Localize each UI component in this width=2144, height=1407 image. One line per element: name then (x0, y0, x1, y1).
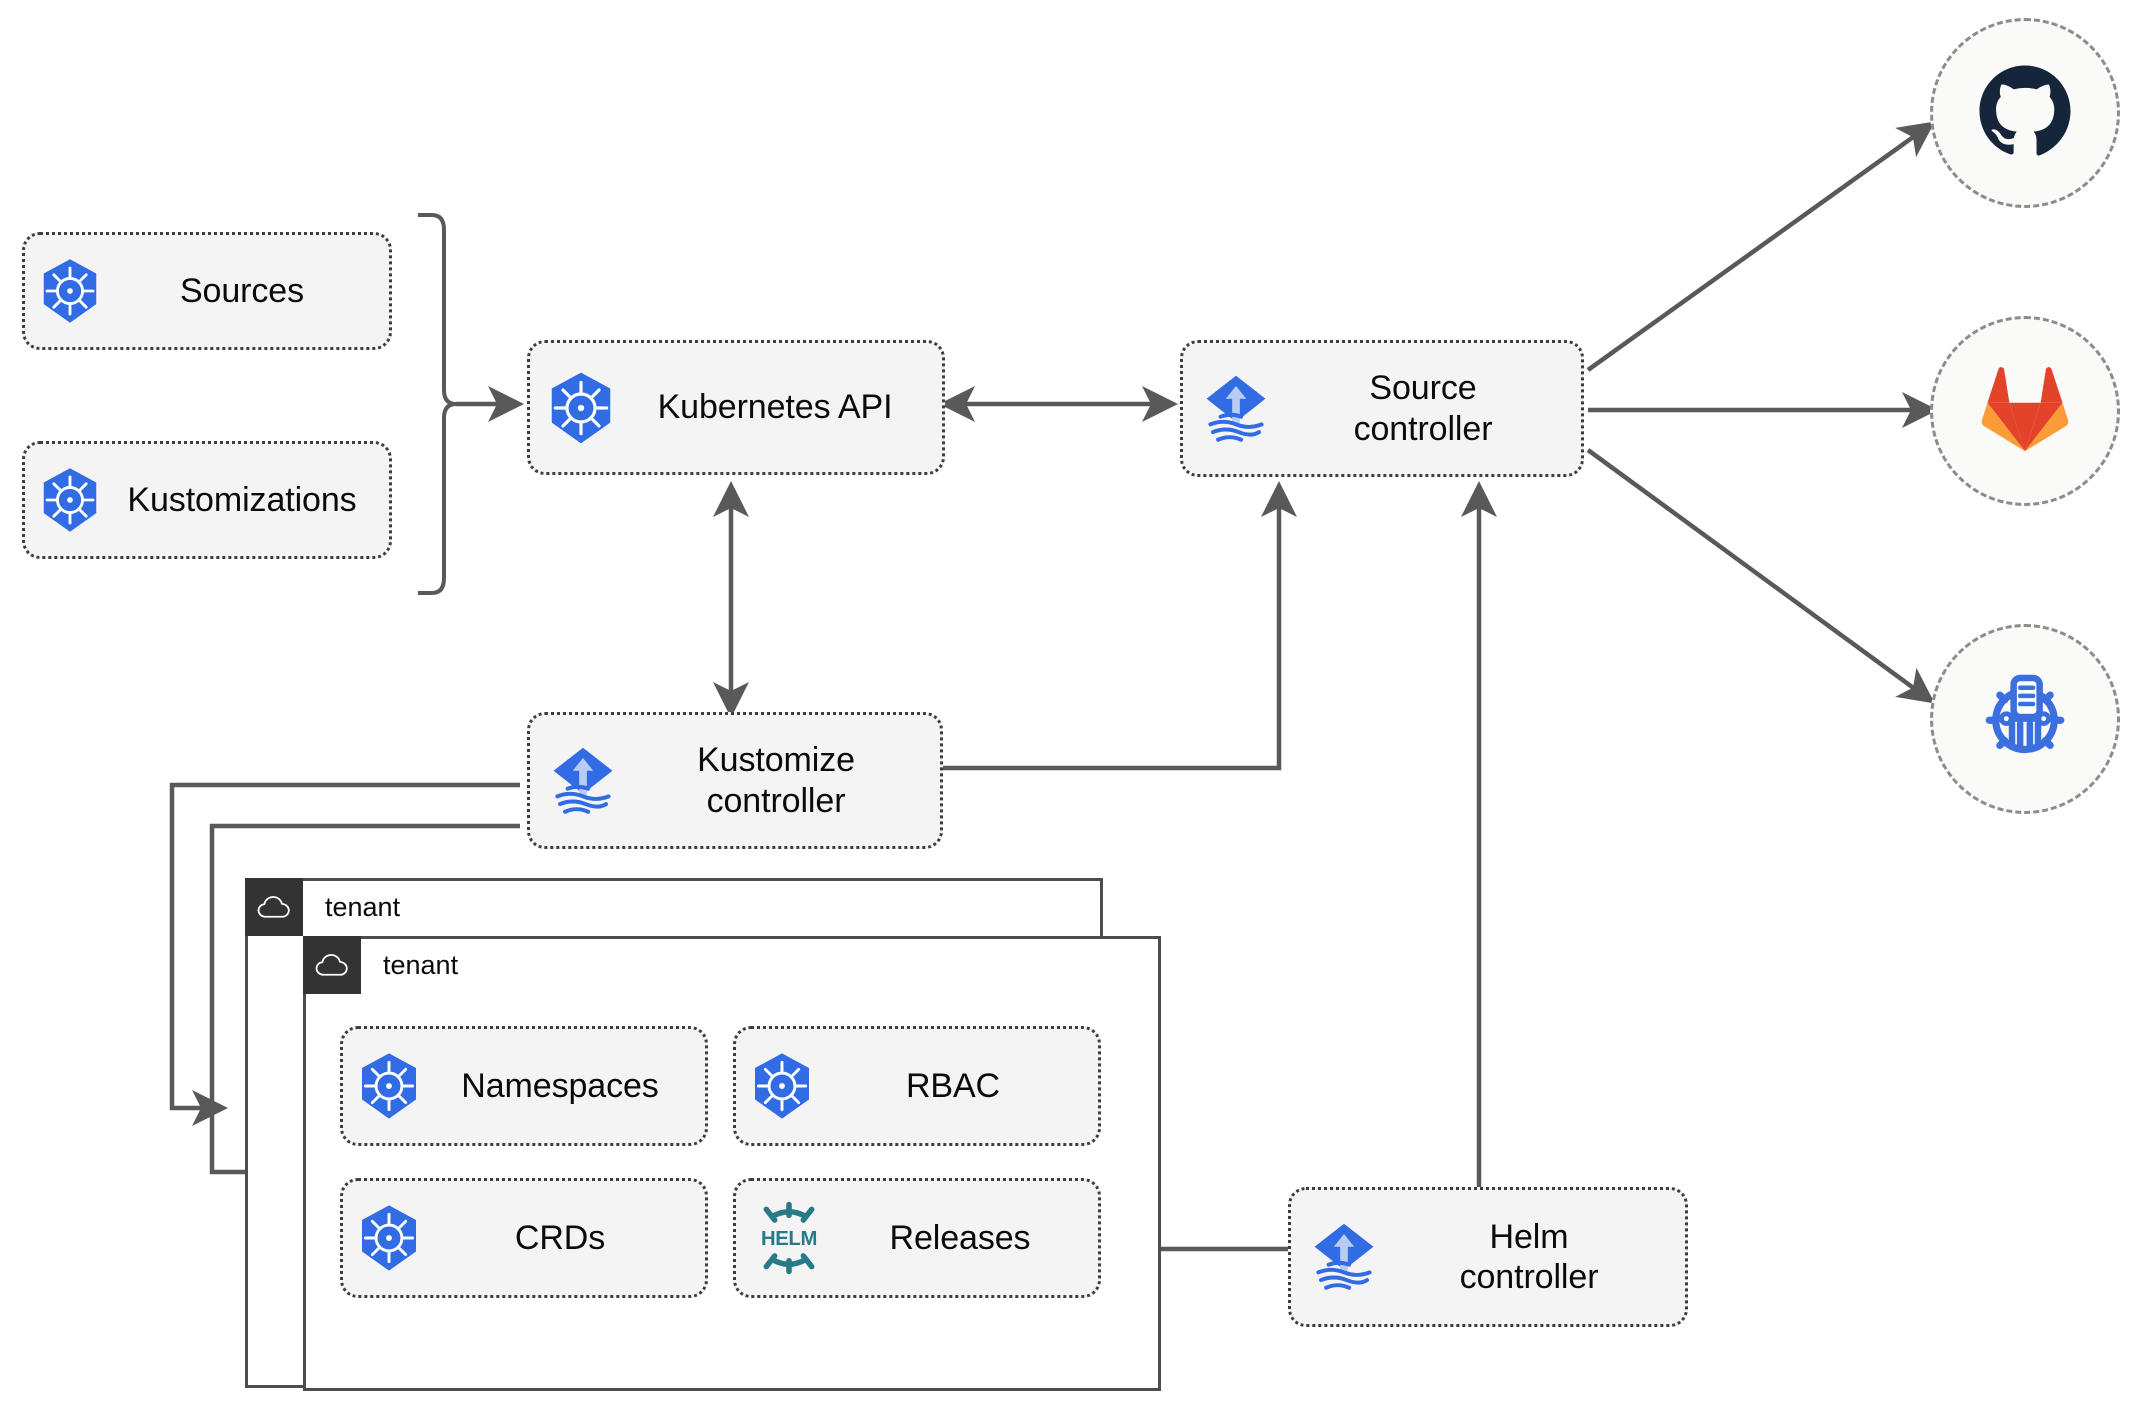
tenant-tab-front: tenant (303, 936, 458, 994)
node-kustomize-controller[interactable]: Kustomize controller (527, 712, 943, 849)
edge-source-to-helm-repository (1586, 448, 1935, 704)
node-releases[interactable]: HELM Releases (733, 1178, 1101, 1298)
svg-text:HELM: HELM (761, 1228, 817, 1250)
tenant-label: tenant (383, 949, 459, 980)
node-helm-controller[interactable]: Helm controller (1288, 1187, 1688, 1327)
node-label: Kubernetes API (657, 388, 893, 427)
node-label: Kustomizations (127, 480, 357, 519)
node-label: Source controller (1353, 369, 1493, 448)
provider-github[interactable] (1930, 18, 2120, 208)
flux-icon (542, 740, 624, 822)
edge-resources-brace (418, 213, 457, 595)
node-namespaces[interactable]: Namespaces (340, 1026, 708, 1146)
edge-source-to-github (1586, 121, 1935, 372)
node-label: Sources (179, 271, 305, 310)
provider-helm-repository[interactable] (1930, 624, 2120, 814)
kubernetes-icon (746, 1050, 818, 1122)
tenant-box-front[interactable]: tenant (303, 936, 1161, 1391)
kubernetes-icon (35, 256, 105, 326)
node-rbac[interactable]: RBAC (733, 1026, 1101, 1146)
node-label: Namespaces (461, 1066, 659, 1105)
node-label: Releases (889, 1218, 1031, 1257)
node-kustomizations[interactable]: Kustomizations (22, 441, 392, 559)
kubernetes-icon (542, 369, 620, 447)
gitlab-icon (1975, 361, 2075, 462)
tenant-label: tenant (325, 891, 401, 922)
node-label: CRDs (514, 1218, 606, 1257)
node-label: RBAC (905, 1066, 1001, 1105)
edge-kustomize-to-source (943, 481, 1297, 771)
tenant-tab-back: tenant (245, 878, 400, 936)
cloud-icon (245, 878, 303, 936)
node-label: Kustomize controller (697, 741, 855, 820)
cloud-icon (303, 936, 361, 994)
node-kubernetes-api[interactable]: Kubernetes API (527, 340, 945, 475)
node-crds[interactable]: CRDs (340, 1178, 708, 1298)
kubernetes-icon (353, 1202, 425, 1274)
kubernetes-icon (35, 465, 105, 535)
kubernetes-icon (353, 1050, 425, 1122)
node-label: Helm controller (1459, 1217, 1599, 1296)
node-source-controller[interactable]: Source controller (1180, 340, 1584, 477)
node-sources[interactable]: Sources (22, 232, 392, 350)
helm-repository-icon (1973, 665, 2077, 774)
flux-icon (1195, 368, 1277, 450)
provider-gitlab[interactable] (1930, 316, 2120, 506)
helm-icon: HELM (746, 1195, 832, 1281)
flux-icon (1303, 1216, 1385, 1298)
github-icon (1973, 59, 2077, 168)
